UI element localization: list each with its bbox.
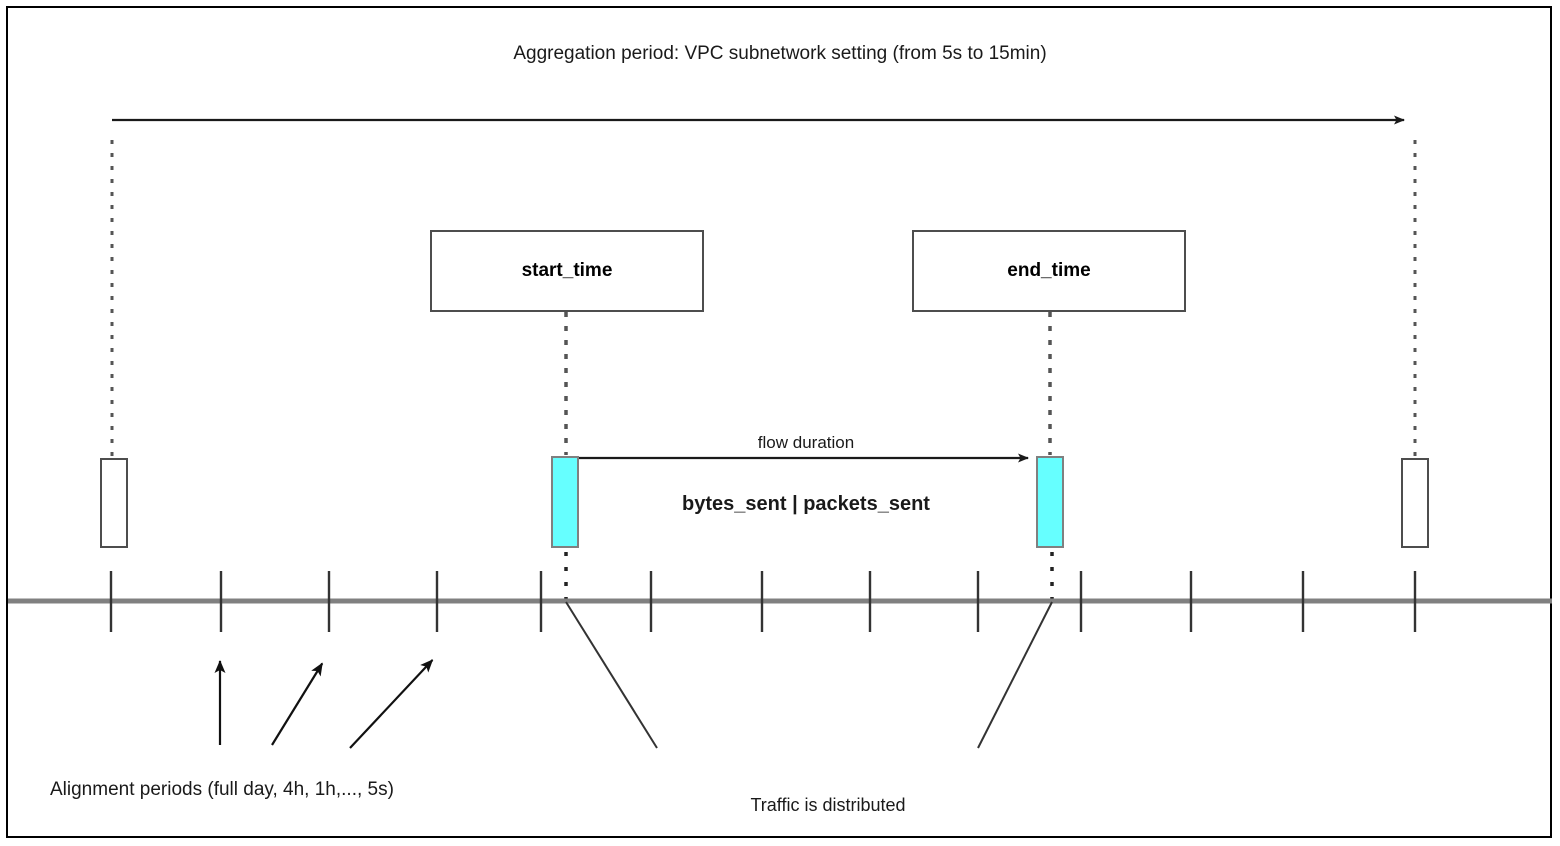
metrics-label: bytes_sent | packets_sent — [682, 493, 930, 515]
right-boundary-mark — [1401, 458, 1429, 548]
flow-duration-label: flow duration — [757, 433, 855, 452]
alignment-periods-note: Alignment periods (full day, 4h, 1h,...,… — [50, 779, 394, 800]
distribution-note-line-1: Traffic is distributed — [750, 795, 906, 816]
diagram-frame — [6, 6, 1552, 838]
end-time-box[interactable]: end_time — [912, 230, 1186, 312]
left-boundary-mark — [100, 458, 128, 548]
end-flow-bar — [1036, 456, 1064, 548]
end-time-label: end_time — [1007, 260, 1091, 281]
start-flow-bar — [551, 456, 579, 548]
start-time-label: start_time — [521, 260, 613, 281]
diagram-title: Aggregation period: VPC subnetwork setti… — [513, 43, 1047, 64]
start-time-box[interactable]: start_time — [430, 230, 704, 312]
distribution-note: Traffic is distributed proportionally am… — [678, 748, 978, 846]
